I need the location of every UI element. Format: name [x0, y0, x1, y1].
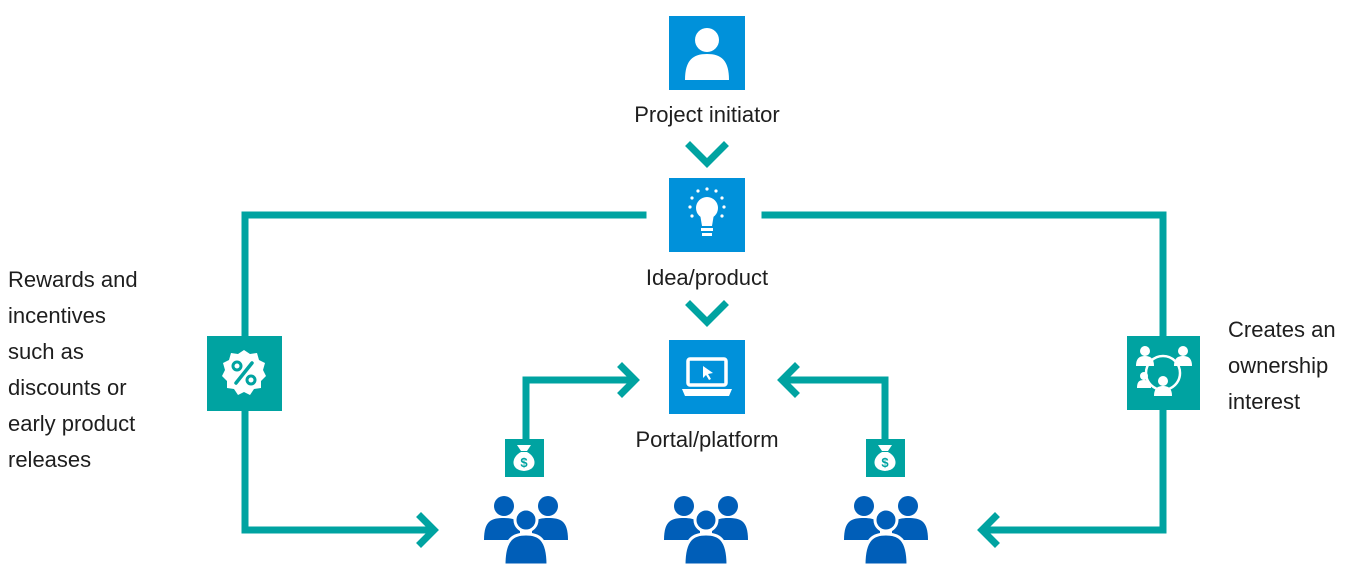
- right-note-line: interest: [1228, 389, 1301, 414]
- arrow-into-portal-right: [777, 362, 800, 398]
- svg-text:$: $: [881, 455, 889, 470]
- left-note-text: Rewards and incentives such as discounts…: [8, 262, 198, 478]
- inner-left-connector: [522, 376, 634, 440]
- user-icon: [685, 28, 729, 80]
- portal-node: [669, 340, 745, 414]
- percent-badge-icon: [222, 350, 266, 395]
- people-group-icon: [844, 496, 928, 567]
- idea-label: Idea/product: [645, 265, 769, 290]
- people-group-icon: [664, 496, 748, 567]
- left-note-line: discounts or: [8, 375, 127, 400]
- arrow-initiator-to-idea: [685, 141, 729, 168]
- arrow-idea-to-portal: [685, 300, 729, 327]
- money-bag-icon: $: [874, 445, 896, 471]
- money-bag-box-right: $: [866, 439, 905, 477]
- arrow-into-crowd-left: [416, 512, 439, 548]
- lightbulb-icon: [688, 187, 726, 236]
- right-note-text: Creates an ownership interest: [1228, 312, 1356, 420]
- left-note-line: incentives: [8, 303, 106, 328]
- idea-node: [669, 178, 745, 252]
- initiator-node: [669, 16, 745, 90]
- left-note-icon-box: [207, 336, 282, 411]
- arrow-into-portal-left: [617, 362, 640, 398]
- ownership-network-icon: [1136, 346, 1192, 396]
- svg-text:$: $: [520, 455, 528, 470]
- right-note-line: ownership: [1228, 353, 1329, 378]
- arrow-into-crowd-right: [977, 512, 1000, 548]
- people-group-icon: [484, 496, 568, 567]
- inner-right-connector: [786, 376, 889, 440]
- arrowheads: [416, 141, 1000, 548]
- laptop-icon: [682, 357, 732, 396]
- right-note-line: Creates an: [1228, 317, 1336, 342]
- initiator-label: Project initiator: [634, 102, 780, 127]
- left-note-line: early product: [8, 411, 136, 436]
- portal-box: [669, 340, 745, 414]
- money-bag-box-left: $: [505, 439, 544, 477]
- left-note-line: Rewards and: [8, 267, 138, 292]
- right-note-icon-box: [1127, 336, 1200, 410]
- money-bag-icon: $: [513, 445, 535, 471]
- left-note-line: releases: [8, 447, 92, 472]
- portal-label: Portal/platform: [635, 427, 779, 452]
- left-note-line: such as: [8, 339, 84, 364]
